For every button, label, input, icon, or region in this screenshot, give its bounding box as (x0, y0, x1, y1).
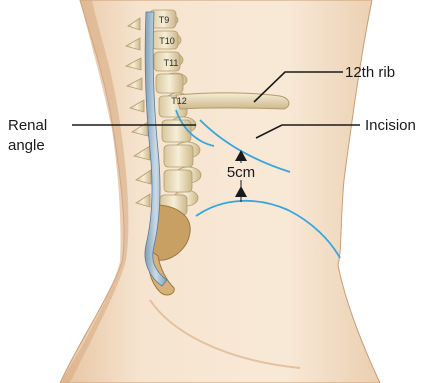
vertebra-label-t9: T9 (159, 15, 170, 25)
torso-silhouette (60, 0, 380, 383)
rib-label: 12th rib (345, 64, 395, 81)
incision-label: Incision (365, 117, 416, 134)
renal-angle-label-line2: angle (8, 137, 45, 154)
renal-angle-label-line1: Renal (8, 117, 47, 134)
distance-label: 5cm (227, 164, 255, 181)
vertebra-label-t10: T10 (159, 36, 175, 46)
twelfth-rib (176, 93, 289, 109)
vertebra-label-t11: T11 (164, 58, 179, 68)
vertebra-label-t12: T12 (171, 96, 187, 106)
